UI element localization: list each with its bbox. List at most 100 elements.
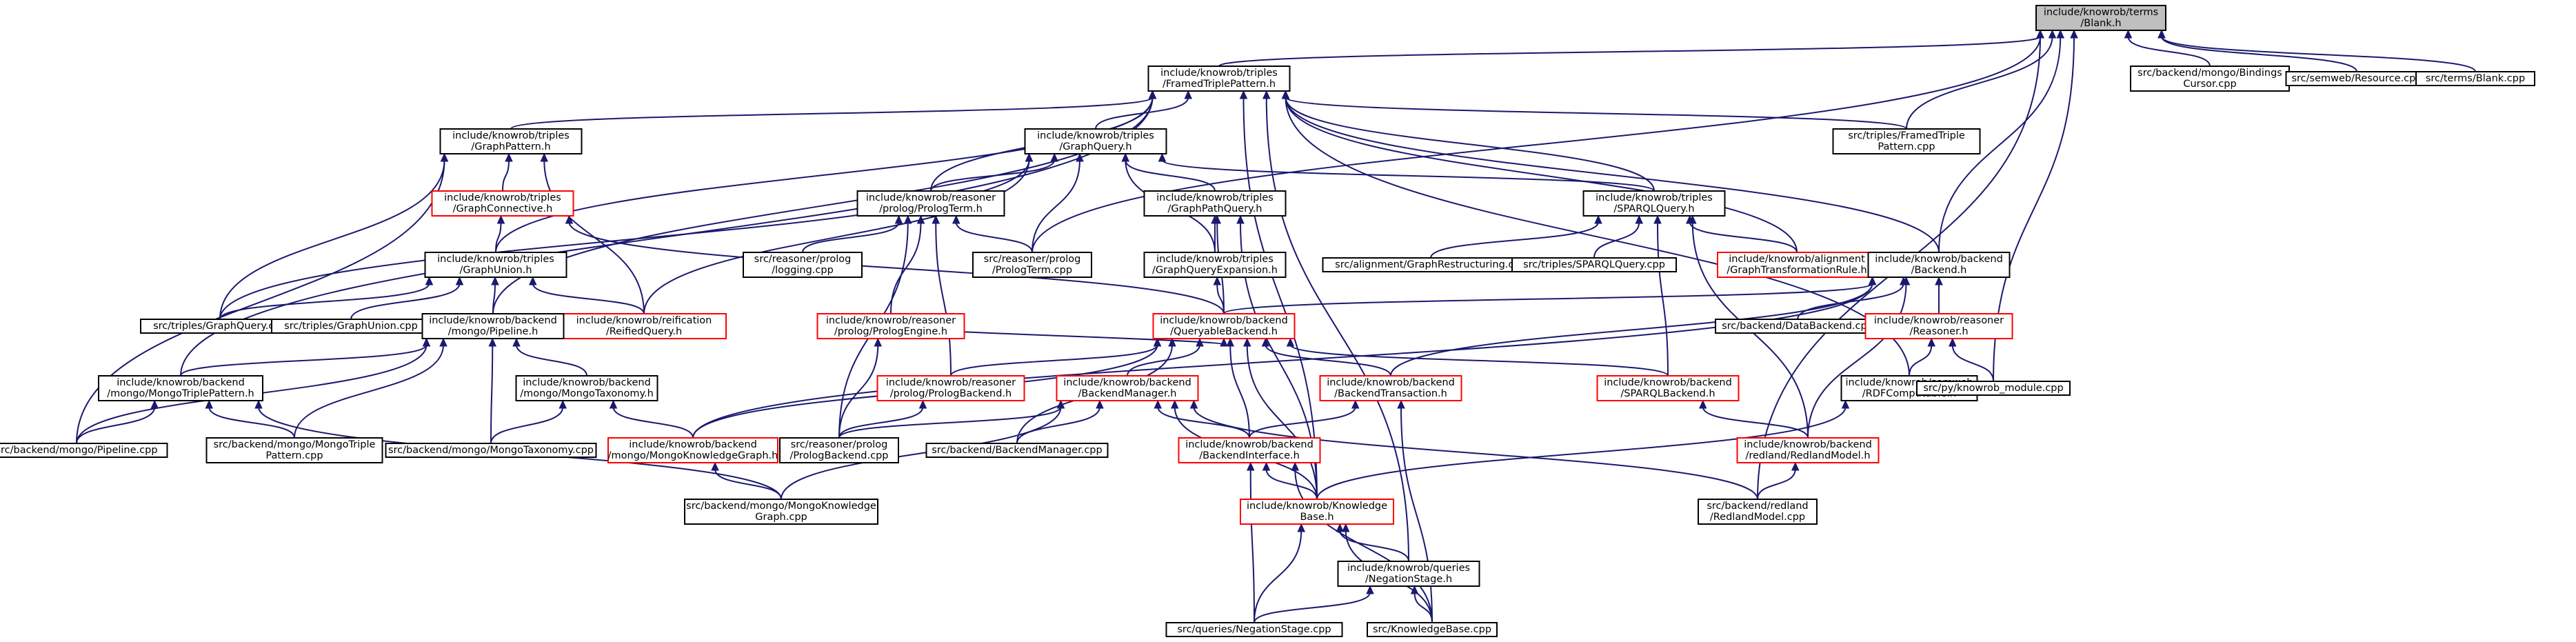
edge-arrowhead bbox=[1220, 337, 1228, 347]
edge-arrowhead bbox=[918, 399, 927, 409]
node-box-sparqlbackend bbox=[1596, 375, 1740, 401]
edge-arrowhead bbox=[150, 399, 159, 409]
edge-arrowhead bbox=[1096, 399, 1104, 409]
edge-backendiface-to-queryable bbox=[1229, 344, 1250, 439]
node-sparqlcpp[interactable]: src/triples/SPARQLQuery.cpp bbox=[1511, 257, 1677, 272]
edge-mongopipe-to-graphunion bbox=[492, 283, 496, 314]
node-graphquerycpp[interactable]: src/triples/GraphQuery.cpp bbox=[140, 319, 300, 334]
node-sparqlq[interactable]: include/knowrob/triples/SPARQLQuery.h bbox=[1582, 190, 1726, 217]
node-queryable[interactable]: include/knowrob/backend/QueryableBackend… bbox=[1152, 313, 1296, 339]
node-graphrestr[interactable]: src/alignment/GraphRestructuring.cpp bbox=[1322, 257, 1540, 272]
node-label-framedcpp-1: Pattern.cpp bbox=[1878, 141, 1935, 152]
node-mongotriplecpp[interactable]: src/backend/mongo/MongoTriplePattern.cpp bbox=[205, 437, 383, 463]
node-logging[interactable]: src/reasoner/prolog/logging.cpp bbox=[743, 252, 863, 278]
node-backendmgrcpp[interactable]: src/backend/BackendManager.cpp bbox=[925, 443, 1109, 458]
node-pipelinecpp[interactable]: src/backend/mongo/Pipeline.cpp bbox=[0, 443, 168, 458]
edge-mongotaxcpp-to-mongopipe bbox=[490, 344, 494, 444]
node-redlandh[interactable]: include/knowrob/backend/redland/RedlandM… bbox=[1736, 437, 1880, 463]
edge-rdfcomp-to-reasonerh bbox=[1909, 344, 1933, 377]
edge-prologbackendcpp-to-prologbackend bbox=[838, 406, 924, 439]
node-mongokgcpp[interactable]: src/backend/mongo/MongoKnowledgeGraph.cp… bbox=[684, 499, 878, 525]
node-box-graphunion bbox=[424, 252, 567, 278]
edge-arrowhead bbox=[1076, 152, 1084, 162]
node-label-graphunion-0: include/knowrob/triples bbox=[437, 254, 554, 265]
node-box-mongotaxcpp bbox=[385, 443, 597, 458]
edge-mongotriplecpp-to-mongotriple bbox=[208, 406, 295, 439]
node-prologbackend[interactable]: include/knowrob/reasoner/prolog/PrologBa… bbox=[876, 375, 1025, 401]
edge-reified-to-graphquery bbox=[643, 159, 1030, 314]
node-databackend[interactable]: src/backend/DataBackend.cpp bbox=[1715, 319, 1880, 334]
node-box-negstagecpp bbox=[1165, 622, 1343, 637]
node-negstage[interactable]: include/knowrob/queries/NegationStage.h bbox=[1337, 561, 1480, 587]
node-backendiface[interactable]: include/knowrob/backend/BackendInterface… bbox=[1178, 437, 1321, 463]
node-framed[interactable]: include/knowrob/triples/FramedTriplePatt… bbox=[1147, 66, 1291, 92]
edge-arrowhead bbox=[1242, 337, 1251, 347]
edge-arrowhead bbox=[1698, 399, 1707, 409]
node-prologbackendcpp[interactable]: src/reasoner/prolog/PrologBackend.cpp bbox=[779, 437, 899, 463]
node-graphquery[interactable]: include/knowrob/triples/GraphQuery.h bbox=[1024, 128, 1167, 154]
node-box-blankcpp bbox=[2415, 71, 2535, 86]
node-label-reasonerh-0: include/knowrob/reasoner bbox=[1874, 315, 2004, 326]
edge-arrowhead bbox=[2048, 29, 2057, 39]
node-label-prologterm-1: /prolog/PrologTerm.h bbox=[879, 203, 983, 214]
node-sparqlbackend[interactable]: include/knowrob/backend/SPARQLBackend.h bbox=[1596, 375, 1740, 401]
node-root[interactable]: include/knowrob/terms/Blank.h bbox=[2035, 5, 2166, 31]
node-label-framedcpp-0: src/triples/FramedTriple bbox=[1848, 130, 1965, 141]
node-mongotriple[interactable]: include/knowrob/backend/mongo/MongoTripl… bbox=[98, 375, 263, 401]
edge-arrowhead bbox=[1286, 337, 1295, 347]
node-label-resource-0: src/semweb/Resource.cpp bbox=[2291, 73, 2422, 84]
node-graphconn[interactable]: include/knowrob/triples/GraphConnective.… bbox=[431, 190, 574, 217]
edge-sparqlq-to-framed bbox=[1285, 97, 1655, 192]
edge-kbcpp-to-negstage bbox=[1413, 592, 1433, 623]
node-label-backend-1: /Backend.h bbox=[1911, 265, 1967, 276]
edge-mongotriplecpp-to-mongopipe bbox=[294, 344, 444, 439]
node-negstagecpp[interactable]: src/queries/NegationStage.cpp bbox=[1165, 622, 1343, 637]
edge-arrowhead bbox=[254, 399, 263, 409]
node-backend[interactable]: include/knowrob/backend/Backend.h bbox=[1867, 252, 2011, 278]
node-mongopipe[interactable]: include/knowrob/backend/mongo/Pipeline.h bbox=[421, 313, 565, 339]
node-box-backendtx bbox=[1319, 375, 1462, 401]
edge-prologtermcpp-to-prologterm bbox=[955, 221, 1033, 253]
edge-arrowhead bbox=[528, 276, 537, 285]
node-prologengine[interactable]: include/knowrob/reasoner/prolog/PrologEn… bbox=[816, 313, 965, 339]
node-graphpath[interactable]: include/knowrob/triples/GraphPathQuery.h bbox=[1143, 190, 1287, 217]
node-prologterm[interactable]: include/knowrob/reasoner/prolog/PrologTe… bbox=[856, 190, 1005, 217]
node-box-backendmgr bbox=[1056, 375, 1199, 401]
node-gtrule[interactable]: include/knowrob/alignment/GraphTransform… bbox=[1717, 252, 1877, 278]
node-graphpattern[interactable]: include/knowrob/triples/GraphPattern.h bbox=[439, 128, 583, 154]
node-kbcpp[interactable]: src/KnowledgeBase.cpp bbox=[1367, 622, 1498, 637]
node-framedcpp[interactable]: src/triples/FramedTriplePattern.cpp bbox=[1832, 128, 1981, 154]
node-label-backendiface-1: /BackendInterface.h bbox=[1199, 450, 1300, 461]
node-mongotax[interactable]: include/knowrob/backend/mongo/MongoTaxon… bbox=[515, 375, 658, 401]
node-label-redlandh-0: include/knowrob/backend bbox=[1744, 439, 1872, 450]
node-label-kbcpp-0: src/KnowledgeBase.cpp bbox=[1373, 624, 1491, 635]
node-mongokg[interactable]: include/knowrob/backend/mongo/MongoKnowl… bbox=[607, 437, 778, 463]
edge-reified-to-graphunion bbox=[532, 283, 645, 314]
node-label-root-1: /Blank.h bbox=[2080, 18, 2121, 29]
node-reasonerh[interactable]: include/knowrob/reasoner/Reasoner.h bbox=[1864, 313, 2013, 339]
node-graphunion[interactable]: include/knowrob/triples/GraphUnion.h bbox=[424, 252, 567, 278]
node-graphunioncpp[interactable]: src/triples/GraphUnion.cpp bbox=[271, 319, 431, 334]
node-label-gtrule-0: include/knowrob/alignment bbox=[1729, 254, 1865, 265]
node-pymodule[interactable]: src/py/knowrob_module.cpp bbox=[1916, 381, 2071, 396]
edge-arrowhead bbox=[1056, 399, 1065, 409]
edge-arrowhead bbox=[1397, 399, 1405, 409]
node-mongotaxcpp[interactable]: src/backend/mongo/MongoTaxonomy.cpp bbox=[385, 443, 597, 458]
edge-graphquery-to-framed bbox=[1095, 97, 1189, 130]
node-box-logging bbox=[743, 252, 863, 278]
edge-arrowhead bbox=[1213, 214, 1222, 224]
node-backendmgr[interactable]: include/knowrob/backend/BackendManager.h bbox=[1056, 375, 1199, 401]
node-label-prologbackend-0: include/knowrob/reasoner bbox=[886, 377, 1016, 388]
node-gqexp[interactable]: include/knowrob/triples/GraphQueryExpans… bbox=[1143, 252, 1287, 278]
node-resource[interactable]: src/semweb/Resource.cpp bbox=[2285, 71, 2428, 86]
node-prologtermcpp[interactable]: src/reasoner/prolog/PrologTerm.cpp bbox=[972, 252, 1092, 278]
node-blankcpp[interactable]: src/terms/Blank.cpp bbox=[2415, 71, 2535, 86]
node-reified[interactable]: include/knowrob/reification/ReifiedQuery… bbox=[561, 313, 727, 339]
node-box-sparqlcpp bbox=[1511, 257, 1677, 272]
node-kbh[interactable]: include/knowrob/KnowledgeBase.h bbox=[1240, 499, 1394, 525]
node-backendtx[interactable]: include/knowrob/backend/BackendTransacti… bbox=[1319, 375, 1462, 401]
node-redlandcpp[interactable]: src/backend/redland/RedlandModel.cpp bbox=[1698, 499, 1818, 525]
edge-arrowhead bbox=[874, 337, 883, 347]
edge-backendtx-to-backend bbox=[1390, 283, 1873, 377]
